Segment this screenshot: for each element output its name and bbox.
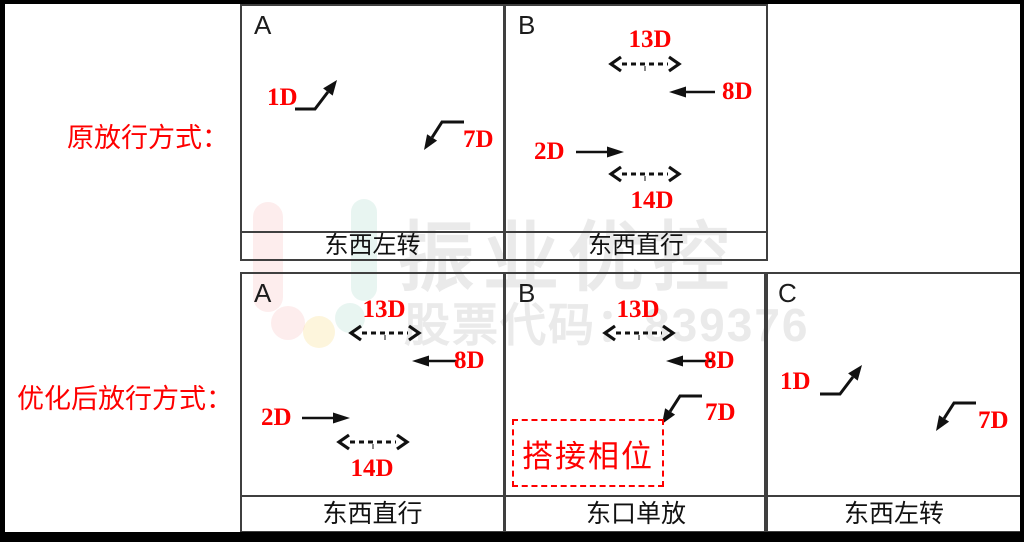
two-way-dashed-arrow-icon	[602, 324, 676, 342]
panel-letter: A	[254, 10, 272, 40]
watermark-logo-dot-pink	[271, 306, 305, 340]
phase-label-8d: 8D	[704, 347, 735, 374]
panel-optimized-c: C 1D 7D 东西左转	[764, 272, 1024, 533]
phase-label-7d: 7D	[705, 399, 736, 426]
panel-caption: 东西左转	[242, 231, 503, 259]
phase-label-1d: 1D	[780, 368, 811, 395]
panel-optimized-b: B 13D 8D 7D 搭接相位 东口单放	[504, 272, 768, 533]
phase-label-7d: 7D	[978, 407, 1009, 434]
phase-label-2d: 2D	[261, 404, 292, 431]
overlap-phase-box: 搭接相位	[512, 419, 664, 487]
panel-original-a: A 1D 7D 东西左转	[240, 4, 505, 261]
phase-label-13d: 13D	[616, 296, 660, 323]
phase-label-14d: 14D	[630, 187, 674, 214]
left-turn-southwest-arrow-icon	[424, 120, 464, 150]
left-turn-southwest-arrow-icon	[662, 394, 702, 424]
straight-east-arrow-icon	[302, 412, 350, 424]
straight-east-arrow-icon	[576, 146, 624, 158]
straight-west-arrow-icon	[666, 355, 712, 367]
row-label-original: 原放行方式：	[67, 123, 229, 153]
left-turn-northeast-arrow-icon	[820, 365, 862, 396]
panel-original-b: B 13D 8D 2D 14D 东西直行	[504, 4, 768, 261]
row-label-optimized: 优化后放行方式：	[17, 384, 233, 414]
panel-letter: B	[518, 10, 536, 40]
watermark-brand-text: 振业优控	[398, 216, 738, 301]
straight-west-arrow-icon	[412, 355, 458, 367]
panel-caption: 东西左转	[766, 495, 1022, 531]
watermark-logo-dot-yellow	[303, 316, 335, 348]
phase-label-2d: 2D	[534, 138, 565, 165]
panel-caption: 东口单放	[506, 495, 766, 531]
phase-label-1d: 1D	[267, 84, 298, 111]
phase-label-8d: 8D	[454, 347, 485, 374]
panel-letter: A	[254, 278, 272, 308]
panel-caption: 东西直行	[242, 495, 503, 531]
straight-west-arrow-icon	[669, 86, 715, 98]
two-way-dashed-arrow-icon	[336, 433, 410, 451]
phase-label-13d: 13D	[362, 296, 406, 323]
panel-optimized-a: A 13D 8D 2D 14D 东西直行	[240, 272, 505, 533]
panel-letter: B	[518, 278, 536, 308]
two-way-dashed-arrow-icon	[608, 55, 682, 73]
phase-label-13d: 13D	[628, 26, 672, 53]
watermark-logo-bar-green	[351, 199, 377, 301]
phase-label-7d: 7D	[463, 126, 494, 153]
two-way-dashed-arrow-icon	[348, 324, 422, 342]
two-way-dashed-arrow-icon	[608, 165, 682, 183]
watermark-logo-bar-pink	[253, 202, 283, 312]
left-turn-northeast-arrow-icon	[295, 80, 337, 111]
panel-caption: 东西直行	[506, 231, 766, 259]
left-turn-southwest-arrow-icon	[936, 401, 976, 431]
phase-label-14d: 14D	[350, 455, 394, 482]
watermark-stock-code-text: 股票代码：839376	[404, 299, 810, 351]
panel-letter: C	[778, 278, 797, 308]
phase-label-8d: 8D	[722, 78, 753, 105]
overlap-phase-text: 搭接相位	[522, 438, 654, 474]
